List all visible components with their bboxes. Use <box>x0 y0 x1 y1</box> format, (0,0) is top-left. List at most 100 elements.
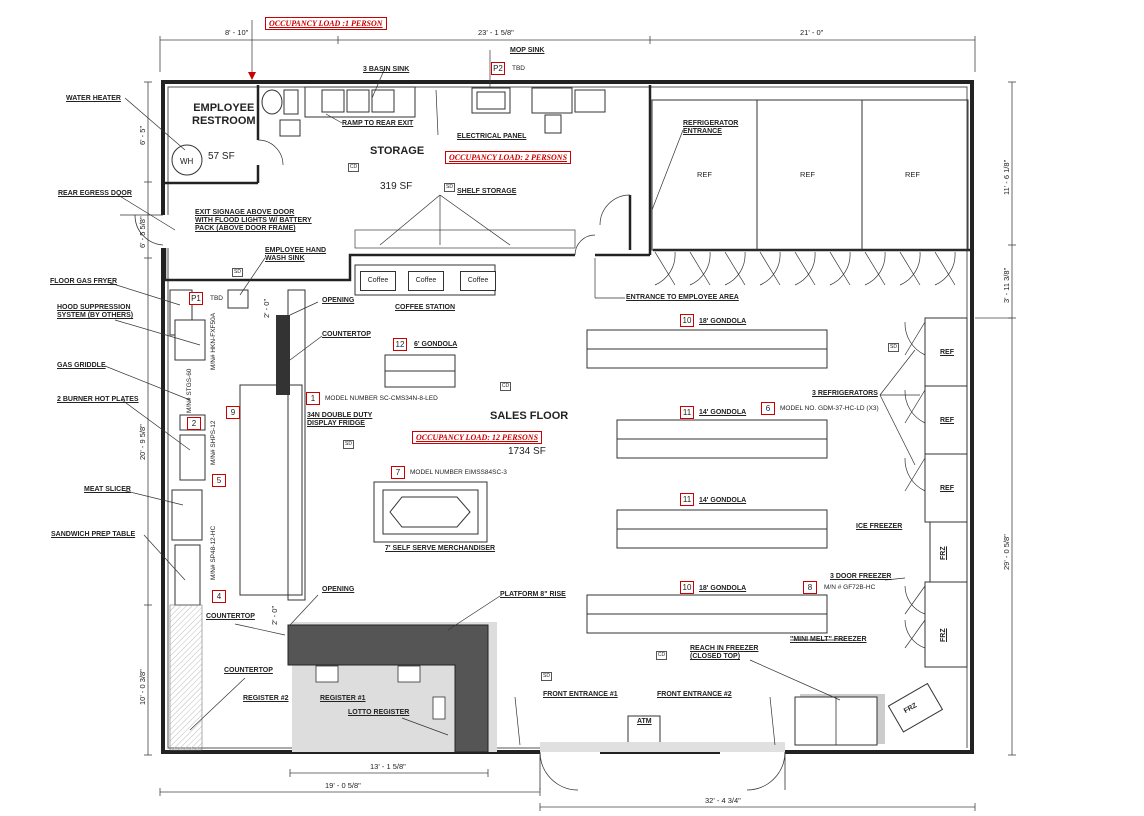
tag-12-note: 6' GONDOLA <box>414 341 458 348</box>
tag-6: 6 <box>761 402 775 415</box>
label-hand-wash: EMPLOYEE HAND WASH SINK <box>265 247 327 262</box>
tag-12: 12 <box>393 338 407 351</box>
sd-detector-2: SD <box>232 268 243 277</box>
hatched-countertop <box>169 604 203 751</box>
occupancy-sales: OCCUPANCY LOAD: 12 PERSONS <box>412 431 543 444</box>
label-front-1: FRONT ENTRANCE #1 <box>543 691 618 698</box>
tag-2: 2 <box>187 417 201 430</box>
label-gas-griddle: GAS GRIDDLE <box>57 362 106 369</box>
tag-10a: 10 <box>680 314 694 327</box>
model-hotplate: M/N# SHPS-12 <box>210 420 217 465</box>
room-storage-area: 319 SF <box>380 181 413 192</box>
room-sales-name: SALES FLOOR <box>490 410 569 422</box>
tag-11b: 11 <box>680 493 694 506</box>
sd-detector-3: SD <box>343 440 354 449</box>
coffee-machine-3: Coffee <box>460 271 496 291</box>
dim-left-kitchen: 20' - 9 5/8" <box>138 424 147 460</box>
tag-7-note: MODEL NUMBER EIMSS84SC-3 <box>410 469 507 476</box>
tag-8-note: M/N # GF72B-HC <box>824 584 876 591</box>
dim-right-mid: 3' - 11 3/8" <box>1002 267 1011 303</box>
label-countertop-top: COUNTERTOP <box>322 331 371 338</box>
leader-lines <box>104 20 920 746</box>
right-refrigerators <box>924 317 968 668</box>
right-dimension-line <box>975 81 1016 756</box>
ref-label-1: REF <box>697 170 712 179</box>
occupancy-storage: OCCUPANCY LOAD: 2 PERSONS <box>445 151 572 164</box>
label-countertop-mid: COUNTERTOP <box>206 613 255 620</box>
right-ref-1: REF <box>940 349 954 356</box>
right-ref-3: REF <box>940 485 954 492</box>
label-basin-sink: 3 BASIN SINK <box>363 66 410 73</box>
label-self-serve: 7' SELF SERVE MERCHANDISER <box>385 545 496 552</box>
tag-p2: P2 <box>491 62 505 75</box>
sd-detector-1: SD <box>444 183 455 192</box>
frz-label-2: FRZ <box>940 628 947 642</box>
sd-detector-4: SD <box>888 343 899 352</box>
label-opening-bottom: OPENING <box>322 586 355 593</box>
gondolas <box>384 329 828 634</box>
equipment-wh: WH <box>180 157 194 166</box>
label-three-door: 3 DOOR FREEZER <box>830 573 892 580</box>
dim-right-top: 11' - 6 1/8" <box>1002 159 1011 195</box>
dim-bottom-right: 32' - 4 3/4" <box>705 796 741 805</box>
tag-1: 1 <box>306 392 320 405</box>
label-shelf-storage: SHELF STORAGE <box>457 188 517 195</box>
restroom-walls <box>165 85 260 185</box>
tag-9: 9 <box>226 406 240 419</box>
room-sales-area: 1734 SF <box>508 446 546 457</box>
tag-5: 5 <box>212 474 226 487</box>
tag-10b-note: 18' GONDOLA <box>699 585 747 592</box>
dim-right-main: 29' - 0 5/8" <box>1002 534 1011 570</box>
room-restroom-area: 57 SF <box>208 151 235 162</box>
label-hot-plates: 2 BURNER HOT PLATES <box>57 396 139 403</box>
label-ramp: RAMP TO REAR EXIT <box>342 120 414 127</box>
self-serve-merchandiser <box>373 481 488 543</box>
tag-1-note: MODEL NUMBER SC-CMS34N-8-LED <box>325 395 438 402</box>
label-front-2: FRONT ENTRANCE #2 <box>657 691 732 698</box>
right-ref-2: REF <box>940 417 954 424</box>
checkout-counter <box>287 624 489 753</box>
label-electrical: ELECTRICAL PANEL <box>457 133 527 140</box>
tag-10a-note: 18' GONDOLA <box>699 318 747 325</box>
room-storage-name: STORAGE <box>370 145 425 157</box>
tag-11a-note: 14' GONDOLA <box>699 409 747 416</box>
label-atm: ATM <box>637 718 652 725</box>
label-exit-signage: EXIT SIGNAGE ABOVE DOOR WITH FLOOD LIGHT… <box>195 209 312 232</box>
model-prep: M/N# SP48-12-HC <box>210 525 217 580</box>
display-fridge <box>239 384 303 596</box>
dim-left-front: 10' - 0 3/8" <box>138 669 147 705</box>
dark-counter-top <box>276 315 290 395</box>
label-mini-melt: "MINI MELT" FREEZER <box>790 636 867 643</box>
label-register-2: REGISTER #2 <box>243 695 289 702</box>
label-coffee-station: COFFEE STATION <box>395 304 456 311</box>
model-griddle: M/N# STGS-60 <box>186 368 193 413</box>
register-1 <box>397 665 421 683</box>
label-water-heater: WATER HEATER <box>66 95 121 102</box>
dim-top-middle: 23' - 1 5/8" <box>478 28 514 37</box>
left-dimension-line <box>144 81 152 756</box>
label-floor-gas-fryer: FLOOR GAS FRYER <box>50 278 118 285</box>
dim-top-right: 21' - 0" <box>800 28 824 37</box>
label-double-duty: 34N DOUBLE DUTY DISPLAY FRIDGE <box>307 412 373 427</box>
frz-label-1: FRZ <box>940 546 947 560</box>
dim-opening-bottom: 2' - 0" <box>270 605 279 625</box>
label-three-ref: 3 REFRIGERATORS <box>812 390 878 397</box>
label-hood: HOOD SUPPRESSION SYSTEM (BY OTHERS) <box>57 304 134 319</box>
register-2 <box>315 665 339 683</box>
label-ice-freezer: ICE FREEZER <box>856 523 903 530</box>
tag-7: 7 <box>391 466 405 479</box>
cd-detector-1: CD <box>348 163 359 172</box>
dim-top-left: 8' - 10" <box>225 28 249 37</box>
kitchen-equipment <box>169 289 249 606</box>
front-doors <box>120 214 786 791</box>
lotto-register <box>432 696 446 720</box>
occupancy-restroom: OCCUPANCY LOAD :1 PERSON <box>265 17 387 30</box>
dim-left-restroom: 6' - 5" <box>138 125 147 145</box>
tag-p2-note: TBD <box>512 65 525 72</box>
tag-4: 4 <box>212 590 226 603</box>
dim-opening-top: 2' - 0" <box>262 298 271 318</box>
tag-p1-note: TBD <box>210 295 223 302</box>
office-desk <box>531 87 606 134</box>
coffee-machine-1: Coffee <box>360 271 396 291</box>
